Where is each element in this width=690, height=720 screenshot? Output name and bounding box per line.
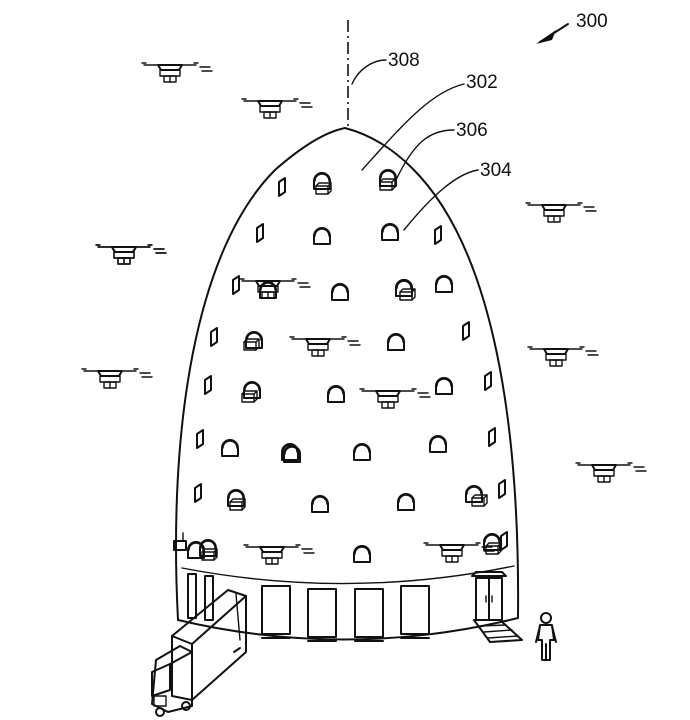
porthole <box>484 371 492 391</box>
ref-docked-drone-label: 306 <box>456 120 488 141</box>
porthole <box>194 483 202 503</box>
porthole <box>488 427 496 447</box>
ref-hive-label: 302 <box>466 72 498 93</box>
hive-base <box>177 617 519 641</box>
ref-axis-label: 308 <box>388 50 420 71</box>
wall-unit <box>173 532 187 551</box>
porthole <box>331 283 349 301</box>
porthole <box>465 485 483 503</box>
hive-structure-outline <box>175 127 520 621</box>
flying-drone <box>527 346 599 367</box>
delivery-truck <box>151 589 247 717</box>
porthole <box>429 435 447 453</box>
porthole <box>313 227 331 245</box>
porthole <box>381 223 399 241</box>
porthole <box>210 327 218 347</box>
porthole <box>498 479 506 499</box>
porthole <box>221 439 239 457</box>
porthole <box>462 321 470 341</box>
porthole <box>232 275 240 295</box>
flying-drone <box>141 62 213 83</box>
docked-drone <box>289 336 361 357</box>
porthole <box>327 385 345 403</box>
porthole <box>204 375 212 395</box>
leader-lines <box>351 23 569 231</box>
package-box <box>485 542 502 555</box>
package-box <box>471 494 488 507</box>
porthole <box>397 493 415 511</box>
porthole <box>435 275 453 293</box>
ground-doors <box>187 573 430 642</box>
ref-port-label: 304 <box>480 160 512 181</box>
package-box <box>229 498 246 511</box>
docked-drones <box>239 278 495 565</box>
flying-drone <box>81 368 153 389</box>
porthole <box>395 279 413 297</box>
porthole <box>387 333 405 351</box>
porthole <box>500 531 508 551</box>
porthole <box>353 545 371 563</box>
person-figure <box>535 612 557 661</box>
porthole <box>278 177 286 197</box>
porthole <box>353 443 371 461</box>
flying-drone <box>95 244 167 265</box>
flying-drone <box>575 462 647 483</box>
porthole <box>311 495 329 513</box>
package-box <box>379 178 396 191</box>
flying-drone <box>525 202 597 223</box>
entrance-door <box>471 571 523 643</box>
docked-drone <box>359 388 431 409</box>
porthole <box>379 169 397 187</box>
portholes <box>187 169 508 563</box>
docked-drone <box>243 544 315 565</box>
figure-number-label: 300 <box>576 11 608 32</box>
porthole <box>196 429 204 449</box>
flying-drone <box>241 98 313 119</box>
porthole <box>435 377 453 395</box>
porthole <box>256 223 264 243</box>
flying-drones <box>81 62 647 483</box>
porthole <box>434 225 442 245</box>
